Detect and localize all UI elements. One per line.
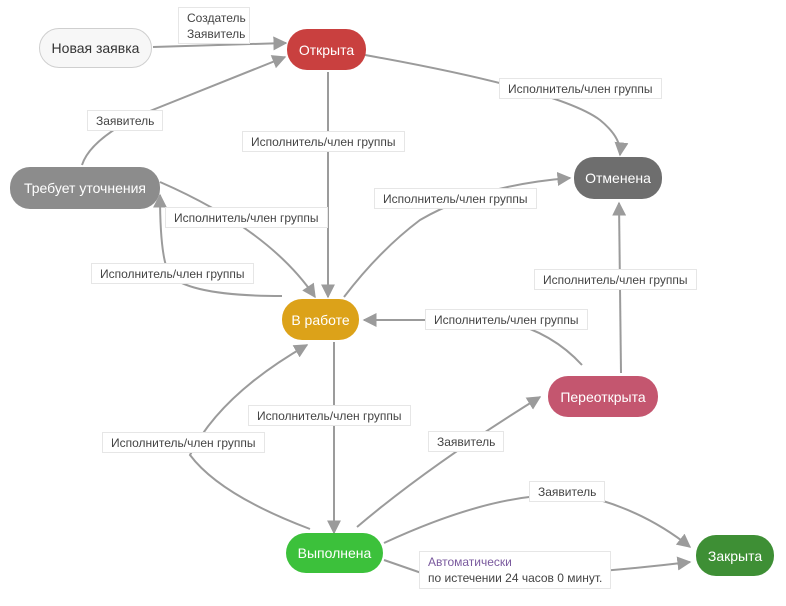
label-creator: Создатель [187, 11, 246, 25]
state-cancelled[interactable]: Отменена [574, 157, 662, 199]
label-needs-open: Заявитель [87, 110, 164, 131]
label-applicant: Заявитель [187, 27, 246, 41]
edge-inwork-cancelled [343, 172, 572, 298]
label-done-closed-auto: Автоматически по истечении 24 часов 0 ми… [419, 551, 612, 589]
label-done-closed: Заявитель [529, 481, 606, 502]
state-reopened[interactable]: Переоткрыта [548, 376, 658, 417]
label-inwork-needs: Исполнитель/член группы [91, 263, 254, 284]
edge-needs-inwork [159, 181, 316, 299]
state-open[interactable]: Открыта [287, 29, 366, 70]
label-auto-detail: по истечении 24 часов 0 минут. [428, 571, 603, 585]
state-new-request[interactable]: Новая заявка [39, 28, 152, 68]
state-needs-clarification[interactable]: Требует уточнения [10, 167, 160, 209]
label-done-inwork: Исполнитель/член группы [102, 432, 265, 453]
label-open-cancelled: Исполнитель/член группы [499, 78, 662, 99]
label-needs-inwork: Исполнитель/член группы [165, 207, 328, 228]
edge-done-closed [383, 494, 692, 548]
edge-new-open [152, 36, 288, 51]
state-in-work[interactable]: В работе [282, 299, 359, 340]
label-done-reopened: Заявитель [428, 431, 505, 452]
edge-done-inwork [188, 344, 311, 530]
state-closed[interactable]: Закрыта [696, 535, 774, 576]
edge-done-reopened [356, 396, 542, 528]
label-auto: Автоматически [428, 555, 512, 569]
label-open-inwork: Исполнитель/член группы [242, 131, 405, 152]
label-inwork-done: Исполнитель/член группы [248, 405, 411, 426]
label-reopened-cancelled: Исполнитель/член группы [534, 269, 697, 290]
label-inwork-cancelled: Исполнитель/член группы [374, 188, 537, 209]
label-reopened-inwork: Исполнитель/член группы [425, 309, 588, 330]
edge-open-cancelled [364, 54, 629, 157]
label-new-open: Создатель Заявитель [178, 7, 250, 44]
state-done[interactable]: Выполнена [286, 533, 383, 573]
